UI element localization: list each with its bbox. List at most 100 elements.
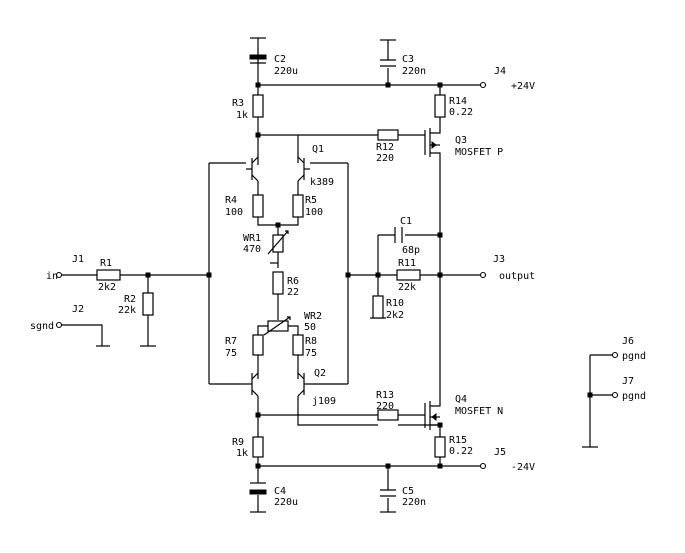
- wires: [62, 38, 612, 512]
- label-q1: Q1: [312, 144, 324, 155]
- label-r14: R14: [449, 96, 467, 107]
- label-r1: R1: [100, 258, 112, 269]
- label-j6: J6: [622, 336, 634, 347]
- resistor-r15: [434, 436, 446, 458]
- value-r2: 22k: [118, 305, 136, 316]
- resistor-r9: [252, 436, 264, 458]
- label-r8: R8: [305, 336, 317, 347]
- label-wr1: WR1: [243, 233, 261, 244]
- terminal-j7: [611, 391, 619, 399]
- label-q3: Q3: [455, 135, 467, 146]
- label-r4: R4: [225, 195, 237, 206]
- value-wr1: 470: [243, 244, 261, 255]
- label-pos-supply: +24V: [511, 81, 535, 92]
- terminal-j2: [55, 321, 63, 329]
- trimmer-wr1: [267, 230, 289, 255]
- label-output: output: [499, 271, 535, 282]
- resistor-r13: [377, 409, 399, 421]
- terminal-j4: [479, 81, 487, 89]
- resistors: [96, 94, 446, 458]
- terminal-j3: [479, 271, 487, 279]
- label-wr2: WR2: [304, 311, 322, 322]
- label-r3: R3: [232, 98, 244, 109]
- ground-symbols: [250, 37, 396, 513]
- value-r4: 100: [225, 207, 243, 218]
- value-r11: 22k: [398, 282, 416, 293]
- terminal-j6: [611, 351, 619, 359]
- resistor-r5: [292, 194, 304, 218]
- type-q4: MOSFET N: [455, 406, 503, 417]
- component-labels: C2 220u C3 220n J4 +24V R3 1k R14 0.22 Q…: [30, 54, 646, 508]
- capacitor-c5: [380, 489, 396, 497]
- capacitor-c2: [249, 54, 267, 75]
- resistor-r7: [252, 334, 264, 356]
- resistor-r10: [372, 295, 384, 319]
- resistor-r2: [142, 292, 154, 316]
- label-r13: R13: [376, 390, 394, 401]
- terminal-j1: [55, 271, 63, 279]
- value-r8: 75: [305, 348, 317, 359]
- value-r9: 1k: [236, 448, 248, 459]
- value-r6: 22: [287, 287, 299, 298]
- label-r10: R10: [386, 298, 404, 309]
- label-j1: J1: [72, 254, 84, 265]
- resistor-r14: [434, 94, 446, 118]
- label-j4: J4: [494, 66, 506, 77]
- label-sgnd: sgnd: [30, 321, 54, 332]
- label-pgnd-1: pgnd: [622, 351, 646, 362]
- label-j7: J7: [622, 376, 634, 387]
- label-neg-supply: -24V: [511, 462, 535, 473]
- type-q3: MOSFET P: [455, 147, 503, 158]
- label-r7: R7: [225, 336, 237, 347]
- value-r3: 1k: [236, 110, 248, 121]
- value-r15: 0.22: [449, 446, 473, 457]
- value-r12: 220: [376, 153, 394, 164]
- label-r6-visible: R6: [287, 276, 299, 287]
- label-q4: Q4: [455, 394, 467, 405]
- value-c4: 220u: [274, 497, 298, 508]
- value-c2: 220u: [274, 66, 298, 77]
- resistor-r12: [377, 129, 399, 141]
- label-r2: R2: [124, 294, 136, 305]
- resistor-r8: [292, 334, 304, 356]
- value-r13: 220: [376, 401, 394, 412]
- value-r1: 2k2: [98, 282, 116, 293]
- value-wr2: 50: [304, 322, 316, 333]
- capacitor-c3: [380, 59, 396, 67]
- label-r15: R15: [449, 435, 467, 446]
- label-j5: J5: [494, 447, 506, 458]
- label-c3: C3: [402, 54, 414, 65]
- label-c4: C4: [274, 486, 286, 497]
- label-in: in: [46, 271, 58, 282]
- label-j2: J2: [72, 304, 84, 315]
- terminal-j5: [479, 462, 487, 470]
- label-pgnd-2: pgnd: [622, 391, 646, 402]
- connector-terminals: [55, 81, 619, 470]
- resistor-r11: [396, 269, 421, 281]
- resistor-r6: [272, 271, 284, 295]
- value-r10: 2k2: [386, 310, 404, 321]
- type-q2: j109: [312, 396, 336, 407]
- value-r5: 100: [305, 207, 323, 218]
- label-q2: Q2: [314, 368, 326, 379]
- resistor-r1: [96, 269, 121, 281]
- resistor-r4: [252, 194, 264, 218]
- label-j3: J3: [493, 254, 505, 265]
- value-c3: 220n: [402, 66, 426, 77]
- value-c5: 220n: [402, 497, 426, 508]
- junction-dots: [145, 82, 593, 469]
- value-r7: 75: [225, 348, 237, 359]
- mosfet-q3: [424, 127, 441, 157]
- capacitor-c4: [249, 482, 267, 495]
- label-r12: R12: [376, 142, 394, 153]
- value-r14: 0.22: [449, 107, 473, 118]
- label-c1: C1: [400, 216, 412, 227]
- resistor-r3: [252, 94, 264, 118]
- capacitor-c1: [394, 227, 403, 243]
- label-r5: R5: [305, 195, 317, 206]
- value-c1: 68p: [402, 245, 420, 256]
- label-c5: C5: [402, 486, 414, 497]
- label-r9: R9: [232, 437, 244, 448]
- label-c2: C2: [274, 54, 286, 65]
